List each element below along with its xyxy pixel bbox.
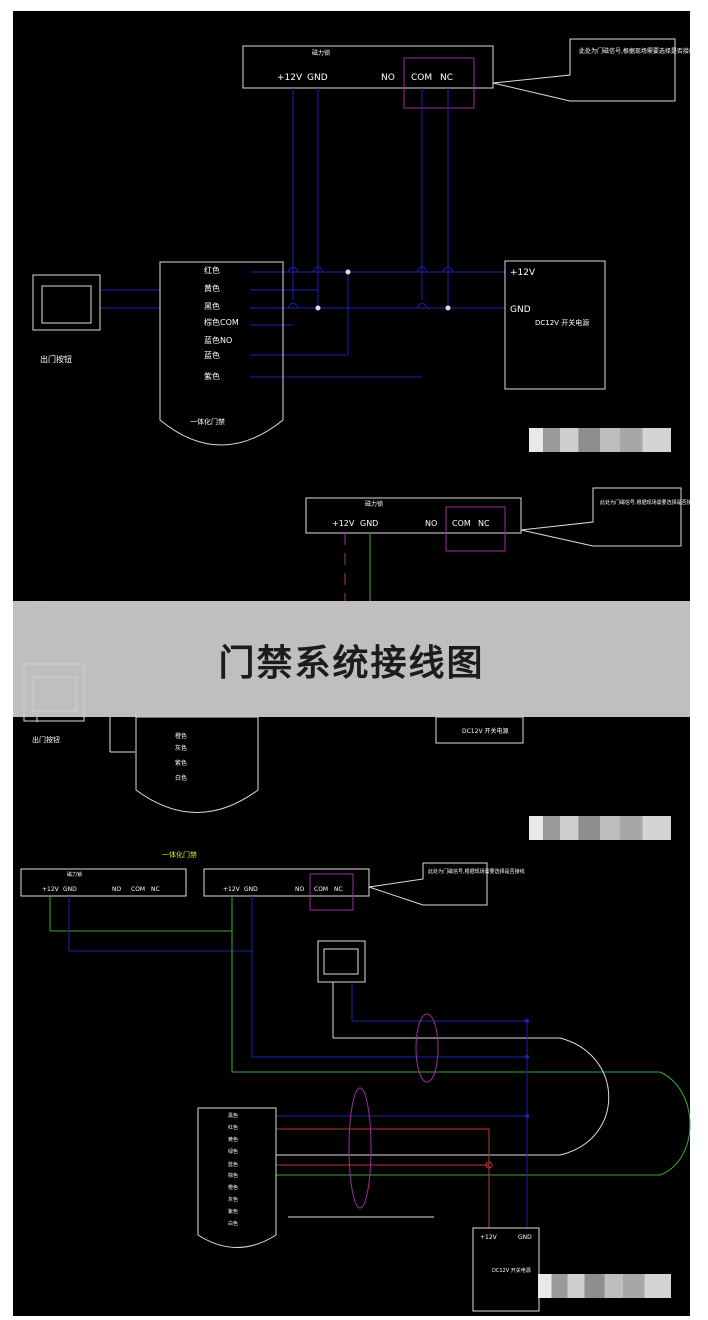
d2-psu-label: DC12V 开关电源 (462, 727, 508, 735)
diagram-3 (20, 862, 691, 1312)
d3-note-text: 此处为门磁信号,根据现场需要选择是否接线 (428, 868, 525, 875)
d3-bundle-ellipse-1 (415, 1013, 439, 1083)
d3-l2-gnd: GND (244, 886, 258, 893)
d1-term-gnd: GND (307, 73, 328, 83)
d3-bundle-ellipse-2 (348, 1087, 372, 1209)
diagram-1 (32, 38, 676, 446)
d1-exit-label: 出门按钮 (40, 354, 72, 364)
d3-exit-button-icon (323, 948, 359, 975)
d1-term-12v: +12V (277, 73, 303, 83)
diagram-2-text: 磁力锁 +12V GND NO COM NC 此处为门磁信号,根据现场需要选择是… (32, 499, 697, 782)
d3-wire-5: 棕色 (228, 1172, 238, 1179)
d1-exit-button-icon (41, 285, 92, 324)
d2-exit-label: 出门按钮 (32, 735, 60, 744)
d2-term-nc: NC (478, 519, 490, 528)
d2-controller-box (135, 716, 259, 813)
d3-psu-box (472, 1227, 540, 1312)
d1-lock-box (242, 45, 494, 89)
d1-wire-1: 黄色 (204, 283, 220, 293)
d1-psu-12v: +12V (510, 268, 536, 278)
page-title: 门禁系统接线图 (218, 643, 485, 684)
watermark-3 (538, 1274, 671, 1298)
d3-l2-nc: NC (334, 886, 343, 893)
d3-wire-3: 绿色 (228, 1148, 238, 1155)
watermark-1 (529, 428, 671, 452)
d2-wire-8: 紫色 (175, 759, 187, 767)
d1-ctrl-label: 一体化门禁 (190, 417, 225, 426)
d1-wire-6: 紫色 (204, 371, 220, 381)
watermark-2 (529, 816, 671, 840)
d3-l1-nc: NC (151, 886, 160, 893)
d1-wire-2: 黑色 (204, 301, 220, 311)
d3-wire-6: 橙色 (228, 1184, 238, 1191)
d1-psu-gnd: GND (510, 305, 531, 315)
d3-exit-button-frame (317, 940, 366, 983)
d3-ctrl-label: 一体化门禁 (162, 850, 197, 859)
d2-note-box (520, 487, 682, 547)
d3-l2-com: COM (314, 886, 328, 893)
d3-wire-1: 红色 (228, 1124, 238, 1131)
d2-wire-9: 白色 (175, 774, 187, 782)
d1-controller-box (159, 261, 284, 446)
d3-l1-gnd: GND (63, 886, 77, 893)
diagram-1-text: 磁力锁 +12V GND NO COM NC 此处为门磁信号,根据现场需要选择是… (40, 47, 695, 426)
d1-psu-label: DC12V 开关电源 (535, 318, 589, 327)
d1-term-nc: NC (440, 73, 453, 83)
d2-wire-6: 橙色 (175, 732, 187, 740)
diagram-3-text: 一体化门禁 磁力锁 +12V GND NO COM NC +12V GND NO… (42, 850, 532, 1274)
d1-lock-title: 磁力锁 (312, 49, 330, 57)
d3-wire-0: 黑色 (228, 1112, 238, 1119)
d3-wire-9: 白色 (228, 1220, 238, 1227)
d2-wire-7: 灰色 (175, 744, 187, 752)
d3-lock1-box (20, 868, 187, 897)
d3-wire-8: 紫色 (228, 1208, 238, 1215)
d2-lock-box (305, 497, 522, 534)
d1-term-no: NO (381, 73, 395, 83)
d1-exit-button-frame (32, 274, 101, 331)
d2-term-com: COM (452, 519, 471, 528)
d1-psu-box (504, 260, 606, 390)
d1-note-box (492, 38, 676, 102)
d3-note-box (368, 862, 488, 906)
d2-lock-title: 磁力锁 (365, 500, 383, 508)
d3-lock1-title: 磁力锁 (67, 871, 82, 878)
d3-psu-gnd: GND (518, 1234, 532, 1241)
d3-wire-4: 蓝色 (228, 1161, 238, 1168)
d3-com-nc-box (309, 873, 354, 911)
d3-wire-7: 灰色 (228, 1196, 238, 1203)
d3-psu-label: DC12V 开关电源 (492, 1267, 531, 1274)
d3-l1-com: COM (131, 886, 145, 893)
d3-l1-12v: +12V (42, 886, 60, 893)
d3-l2-no: NO (295, 886, 304, 893)
d1-wire-4: 蓝色NO (204, 335, 232, 345)
title-banner: 门禁系统接线图 (13, 601, 690, 717)
d3-controller-box (197, 1107, 277, 1248)
d1-note-text: 此处为门磁信号,根据现场需要选择是否接线 (579, 47, 695, 55)
d3-lock2-box (203, 868, 370, 897)
d1-term-com: COM (411, 73, 432, 83)
d2-term-no: NO (425, 519, 437, 528)
d2-com-nc-box (445, 506, 506, 552)
d2-term-gnd: GND (360, 519, 378, 528)
d1-wire-0: 红色 (204, 265, 220, 275)
d2-note-text: 此处为门磁信号,根据现场需要选择是否接线 (600, 499, 697, 506)
d1-wire-5: 蓝色 (204, 350, 220, 360)
d2-term-12v: +12V (332, 519, 355, 528)
d3-l1-no: NO (112, 886, 121, 893)
d3-psu-12v: +12V (480, 1234, 498, 1241)
d3-l2-12v: +12V (223, 886, 241, 893)
d1-wire-3: 棕色COM (204, 317, 239, 327)
d3-wire-2: 黄色 (228, 1136, 238, 1143)
d1-com-nc-box (403, 57, 475, 109)
